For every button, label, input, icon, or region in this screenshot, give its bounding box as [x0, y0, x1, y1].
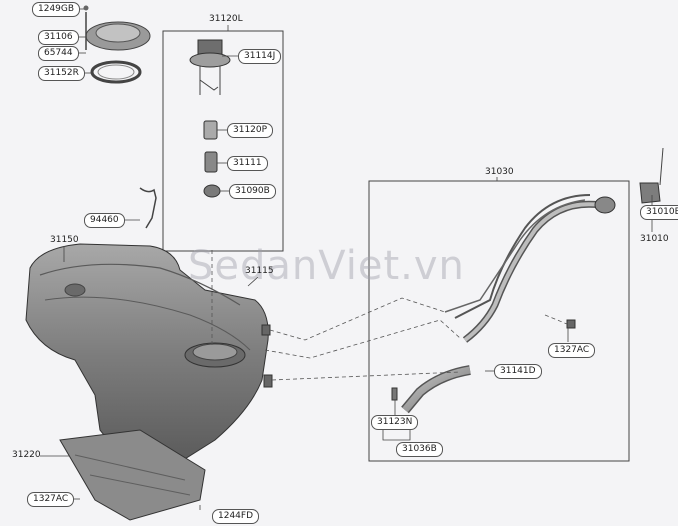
callout-31123n[interactable]: 31123N — [371, 415, 419, 430]
callout-31106[interactable]: 31106 — [38, 30, 79, 45]
callout-31111[interactable]: 31111 — [227, 156, 268, 171]
filler-neck-pipes — [391, 147, 664, 414]
callout-31152r[interactable]: 31152R — [38, 66, 85, 81]
callout-31010[interactable]: 31010 — [640, 234, 669, 244]
callout-94460[interactable]: 94460 — [84, 213, 125, 228]
callout-31036b[interactable]: 31036B — [396, 442, 443, 457]
callout-1327ac-right[interactable]: 1327AC — [548, 343, 596, 358]
callout-65744[interactable]: 65744 — [38, 46, 79, 61]
pump-module-group-box — [162, 30, 284, 252]
filler-neck-group-box — [368, 180, 630, 462]
callout-31120p[interactable]: 31120P — [227, 123, 274, 138]
fuel-pump-module-parts — [189, 39, 231, 198]
callout-1244fd[interactable]: 1244FD — [212, 509, 260, 524]
callout-31120l[interactable]: 31120L — [209, 14, 243, 24]
callout-31220[interactable]: 31220 — [12, 450, 41, 460]
dashed-reference-lines — [211, 250, 568, 381]
watermark: SedanViet.vn — [188, 243, 465, 289]
callout-31141d[interactable]: 31141D — [494, 364, 542, 379]
callout-1327ac-left[interactable]: 1327AC — [27, 492, 75, 507]
callout-31115[interactable]: 31115 — [245, 266, 274, 276]
sensor-94460-drawing — [139, 187, 157, 229]
callout-31010b[interactable]: 31010B — [640, 205, 678, 220]
callout-1249gb[interactable]: 1249GB — [32, 2, 81, 17]
callout-31030[interactable]: 31030 — [485, 167, 514, 177]
callout-31114j[interactable]: 31114J — [238, 49, 282, 64]
pump-cover-stack — [83, 5, 151, 84]
fuel-tank-drawing — [25, 243, 273, 466]
callout-31090b[interactable]: 31090B — [229, 184, 276, 199]
callout-31150[interactable]: 31150 — [50, 235, 79, 245]
heat-shield-drawing — [59, 429, 206, 521]
